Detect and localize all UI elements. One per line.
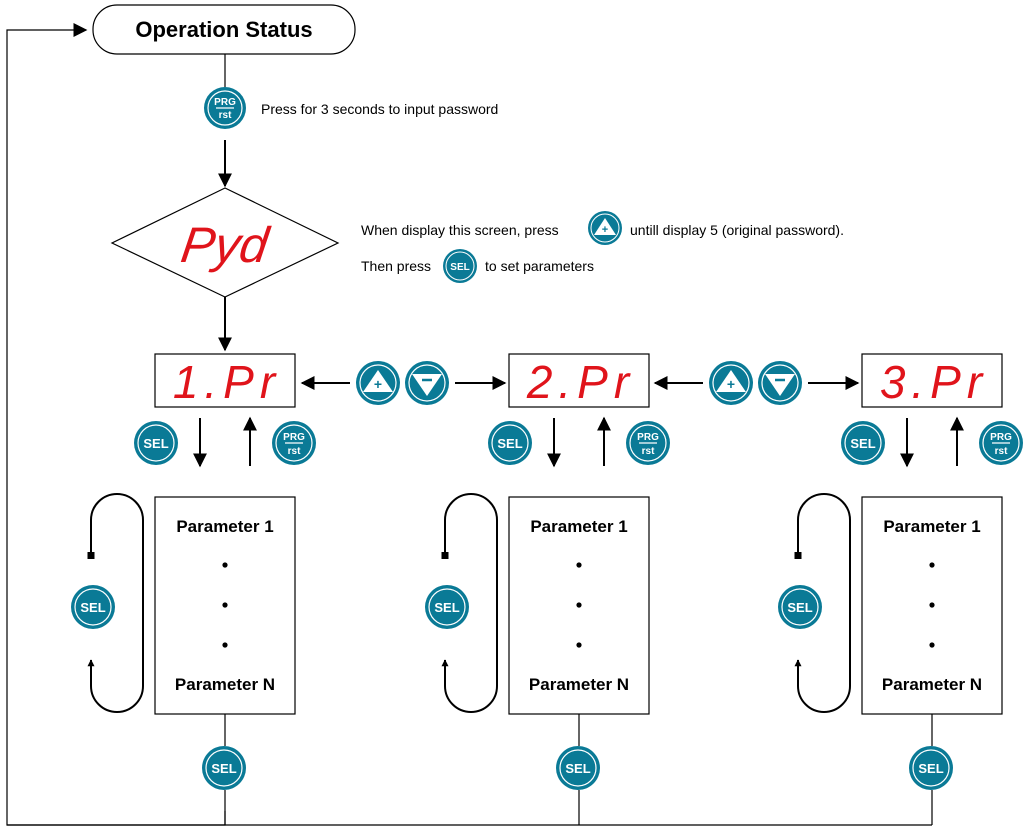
svg-text:+: +	[374, 376, 382, 392]
sel-label: SEL	[918, 761, 943, 776]
ellipsis-dot	[222, 602, 228, 608]
ellipsis-dot	[929, 562, 935, 568]
password-display: Pyd	[178, 217, 274, 273]
sel-label: SEL	[850, 436, 875, 451]
sel-label: SEL	[143, 436, 168, 451]
parameter-first: Parameter 1	[176, 517, 273, 536]
parameter-first: Parameter 1	[530, 517, 627, 536]
sel-label: SEL	[434, 600, 459, 615]
password-instruction-1a: When display this screen, press	[361, 222, 559, 238]
sel-button[interactable]: SEL	[71, 585, 115, 629]
sel-label: SEL	[787, 600, 812, 615]
ellipsis-dot	[929, 602, 935, 608]
ellipsis-dot	[222, 562, 228, 568]
svg-text:+: +	[602, 224, 608, 236]
loop-start-marker	[87, 552, 95, 559]
prg-label: PRG	[283, 432, 305, 443]
up-button-inline[interactable]: +	[588, 211, 622, 245]
prg-rst-button[interactable]: PRG rst	[204, 87, 246, 129]
menu-display	[861, 353, 1003, 408]
password-instruction-2b: to set parameters	[485, 258, 594, 274]
sel-label: SEL	[497, 436, 522, 451]
sel-button[interactable]: SEL	[909, 746, 953, 790]
prg-label: PRG	[637, 432, 659, 443]
down-arrow-icon	[765, 374, 795, 396]
down-arrow-icon	[412, 374, 442, 396]
menu-display	[154, 353, 296, 408]
sel-button-inline[interactable]: SEL	[443, 249, 477, 283]
down-button[interactable]	[758, 361, 802, 405]
menu-display-text: 2.Pr	[526, 356, 635, 408]
up-arrow-icon	[363, 370, 393, 392]
sel-label: SEL	[80, 600, 105, 615]
menu-display-text: 1.Pr	[173, 356, 281, 408]
start-terminal	[92, 4, 356, 55]
sel-button[interactable]: SEL	[556, 746, 600, 790]
sel-button[interactable]: SEL	[425, 585, 469, 629]
sel-label: SEL	[211, 761, 236, 776]
parameter-first: Parameter 1	[883, 517, 980, 536]
rst-label: rst	[642, 446, 655, 457]
down-button[interactable]	[405, 361, 449, 405]
up-button[interactable]: +	[709, 361, 753, 405]
ellipsis-dot	[929, 642, 935, 648]
menu-display	[508, 353, 650, 408]
prg-label: PRG	[990, 432, 1012, 443]
cycle-loop	[441, 493, 498, 713]
ellipsis-dot	[222, 642, 228, 648]
prg-label: PRG	[214, 97, 236, 108]
up-arrow-icon	[594, 218, 616, 235]
cycle-loop	[794, 493, 851, 713]
cycle-loop	[87, 493, 144, 713]
menu-display-text: 3.Pr	[880, 356, 988, 408]
prg-rst-button[interactable]: PRG rst	[272, 421, 316, 465]
sel-label: SEL	[565, 761, 590, 776]
ellipsis-dot	[576, 642, 582, 648]
start-label: Operation Status	[135, 17, 312, 42]
up-button[interactable]: +	[356, 361, 400, 405]
rst-label: rst	[219, 110, 232, 121]
loop-start-marker	[794, 552, 802, 559]
step1-instruction: Press for 3 seconds to input password	[261, 101, 498, 117]
prg-rst-button[interactable]: PRG rst	[979, 421, 1023, 465]
parameter-last: Parameter N	[175, 675, 275, 694]
loop-start-marker	[441, 552, 449, 559]
ellipsis-dot	[576, 602, 582, 608]
up-arrow-icon	[716, 370, 746, 392]
parameter-last: Parameter N	[529, 675, 629, 694]
sel-label: SEL	[450, 262, 469, 273]
rst-label: rst	[995, 446, 1008, 457]
svg-text:+: +	[727, 376, 735, 392]
sel-button[interactable]: SEL	[841, 421, 885, 465]
rst-label: rst	[288, 446, 301, 457]
password-instruction-1b: untill display 5 (original password).	[630, 222, 844, 238]
sel-button[interactable]: SEL	[134, 421, 178, 465]
password-instruction-2a: Then press	[361, 258, 431, 274]
sel-button[interactable]: SEL	[778, 585, 822, 629]
sel-button[interactable]: SEL	[488, 421, 532, 465]
sel-button[interactable]: SEL	[202, 746, 246, 790]
parameter-last: Parameter N	[882, 675, 982, 694]
prg-rst-button[interactable]: PRG rst	[626, 421, 670, 465]
ellipsis-dot	[576, 562, 582, 568]
